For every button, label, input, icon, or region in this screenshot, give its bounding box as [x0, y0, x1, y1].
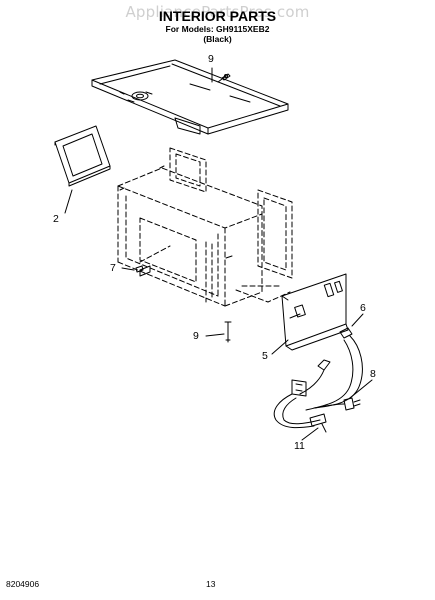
diagram-subtitle: For Models: GH9115XEB2 (Black)	[0, 24, 435, 44]
page-number: 13	[206, 579, 216, 589]
screw-bottom	[224, 321, 232, 343]
document-number: 8204906	[6, 579, 40, 589]
cabinet-frame	[117, 147, 293, 307]
frame-solid-edges	[119, 165, 233, 277]
models-line: For Models: GH9115XEB2	[165, 24, 270, 34]
gasket	[54, 125, 111, 187]
mounting-bracket	[281, 273, 349, 351]
callout-9-bottom: 9	[193, 330, 199, 342]
callout-5: 5	[262, 350, 268, 362]
watermark: AppliancePartsPros.com	[125, 3, 310, 21]
callout-7: 7	[110, 262, 116, 274]
diagram-title: INTERIOR PARTS	[158, 8, 277, 24]
callout-11: 11	[294, 440, 305, 452]
callout-6: 6	[360, 302, 366, 314]
color-line: (Black)	[203, 34, 232, 44]
screw-side	[135, 265, 144, 273]
wire-harness	[273, 327, 363, 433]
screw-top	[211, 67, 231, 83]
callout-8: 8	[370, 368, 376, 380]
callout-9-top: 9	[208, 53, 214, 65]
top-cover-plate	[91, 59, 289, 135]
leader-lines	[64, 189, 373, 441]
callout-2: 2	[53, 213, 59, 225]
